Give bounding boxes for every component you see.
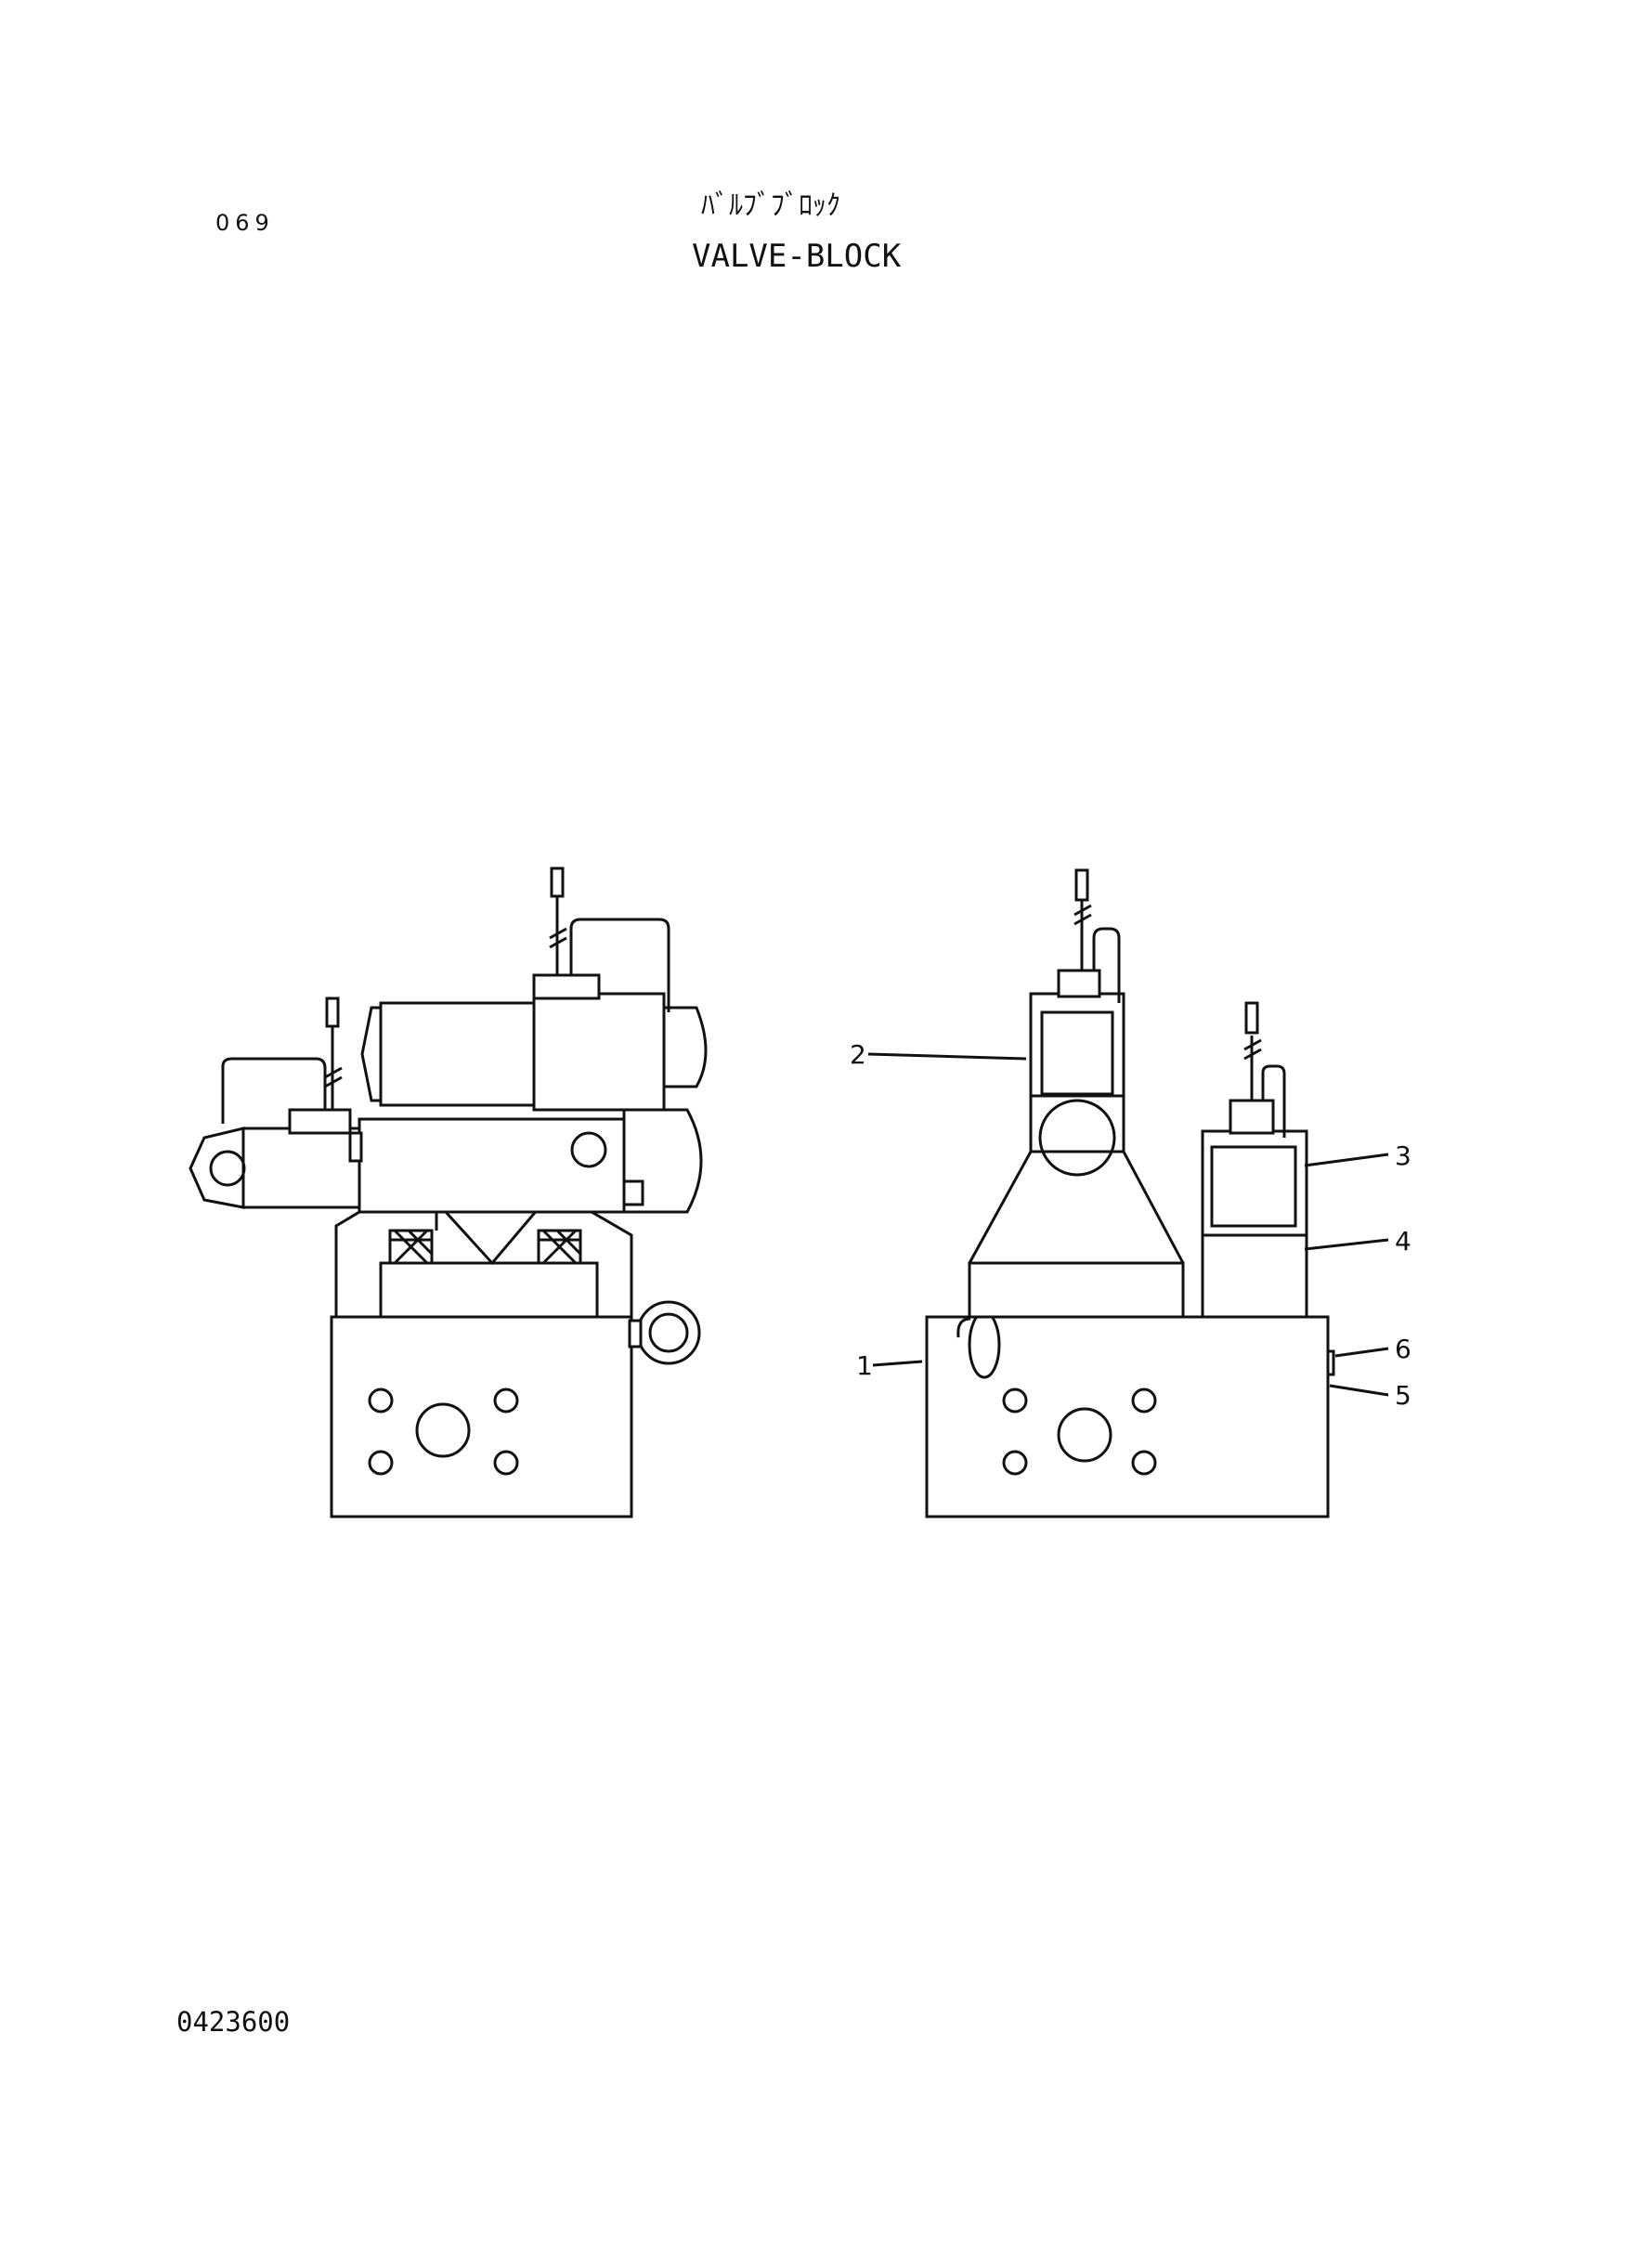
page-number: 069 [215,210,275,236]
callout-6: 6 [1395,1334,1411,1364]
upper-wire-loop [569,918,670,1012]
lower-solenoid-cap [189,1127,245,1209]
plug-6 [1326,1349,1335,1376]
tapered-body [968,1150,1185,1264]
knurl-hatch [390,1229,434,1265]
wire-break [549,927,567,949]
drawing-number: 0423600 [176,2006,291,2038]
leader-line-5 [1329,1384,1389,1397]
wire-break [1243,1038,1262,1061]
solenoid-2-wire-loop [1092,927,1121,1003]
lower-wire-loop [221,1057,327,1124]
lifting-eye [968,1310,1001,1379]
lifting-eye-edge [956,1317,971,1338]
lower-solenoid [241,1127,361,1209]
callout-3: 3 [1395,1140,1411,1171]
spool-pin [570,1131,607,1168]
lower-connector [288,1108,352,1135]
valve-body-port [1038,1099,1116,1177]
callouts: 2 3 4 1 6 5 [850,1039,1411,1411]
port-hole [1131,1388,1157,1414]
main-port [1057,1407,1112,1463]
upper-wire-plug [550,866,565,898]
upper-solenoid-body [532,992,666,1112]
solenoid-2-connector [1057,969,1101,998]
spool-clip [622,1179,644,1206]
upper-solenoid-cap [360,1006,381,1102]
port-hole [1002,1450,1028,1476]
valve-block-front-view [925,868,1335,1518]
leader-line-1 [872,1360,923,1367]
valve-block-side-view [189,866,708,1518]
callout-2: 2 [850,1039,866,1070]
spool-clip [348,1131,363,1163]
valve-4 [1201,1233,1308,1319]
knurl-hatch [539,1229,582,1265]
adapter-plate [968,1261,1185,1319]
adapter-plate [379,1261,599,1319]
main-port [415,1402,471,1458]
port-hole [1131,1450,1157,1476]
lower-wire-plug [325,997,340,1028]
lower-solenoid-knob [209,1150,246,1187]
solenoid-2 [1040,1010,1114,1096]
upper-connector [532,973,601,1000]
lifting-eye-inner [648,1312,689,1353]
leader-line-3 [1304,1153,1389,1167]
port-hole [368,1450,394,1476]
leader-line-4 [1304,1238,1389,1251]
upper-solenoid-end [662,1006,708,1088]
solenoid-3-connector [1229,1099,1275,1135]
solenoid-2-plug [1074,868,1089,902]
leader-line-6 [1334,1347,1389,1358]
port-hole [493,1388,519,1414]
leader-line-2 [867,1052,1027,1061]
wire-break [324,1066,343,1088]
lifting-eye [636,1300,701,1365]
callout-1: 1 [856,1350,873,1381]
solenoid-3 [1210,1145,1297,1228]
title-english: VALVE-BLOCK [692,238,902,275]
port-hole [368,1388,394,1414]
callout-5: 5 [1395,1380,1411,1411]
upper-solenoid [379,1001,536,1107]
wire-break [1073,904,1092,926]
base-block-left [330,1315,633,1518]
solenoid-3-plug [1244,1001,1259,1035]
port-hole [1002,1388,1028,1414]
lifting-eye-stem [628,1319,643,1348]
callout-4: 4 [1395,1226,1411,1257]
title-japanese: ﾊﾞﾙﾌﾞﾌﾞﾛｯｸ [701,189,840,222]
solenoid-3-wire-loop [1261,1064,1286,1138]
port-hole [493,1450,519,1476]
